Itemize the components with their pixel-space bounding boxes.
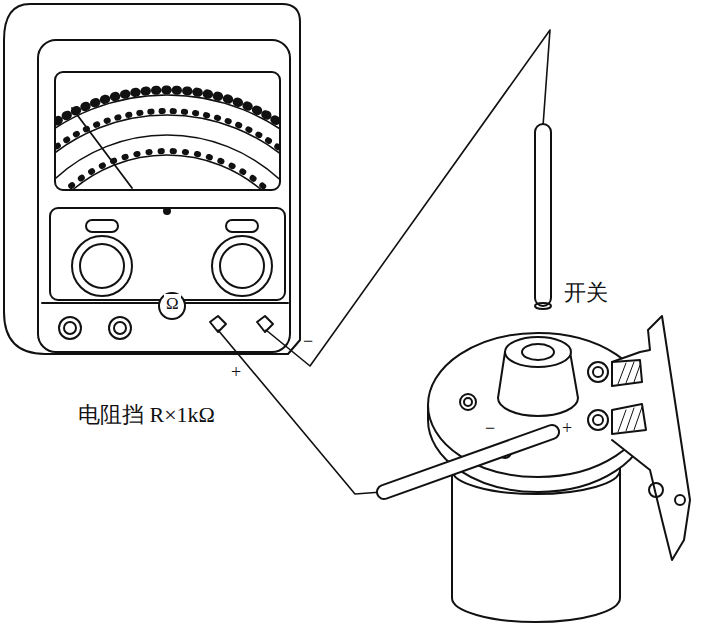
terminal-sign: + [229, 362, 243, 383]
ohm-symbol: Ω [164, 294, 181, 314]
terminal-sign: − [483, 418, 497, 439]
terminal-sign: + [560, 418, 574, 439]
range-label: 电阻挡 R×1kΩ [76, 402, 217, 427]
terminal-sign: − [301, 331, 315, 352]
switch-label: 开关 [562, 280, 610, 305]
